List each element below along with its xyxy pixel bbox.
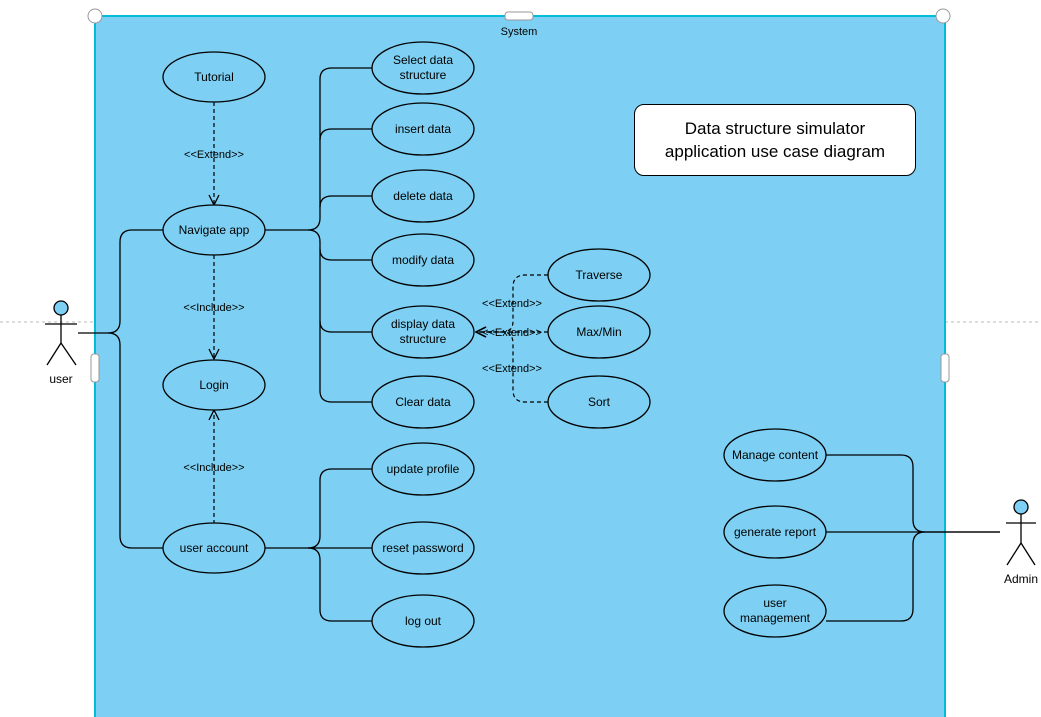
use-case-label-line2: structure: [400, 68, 447, 82]
use-case-traverse[interactable]: Traverse: [547, 248, 651, 302]
use-case-user-account[interactable]: user account: [162, 522, 266, 574]
use-case-label: user account: [180, 541, 249, 555]
use-case-label: delete data: [393, 189, 453, 203]
include-label-account: <<Include>>: [183, 462, 244, 474]
admin-associations: [826, 454, 1000, 622]
extend-label-sort: <<Extend>>: [482, 363, 542, 375]
resize-handle-left[interactable]: [90, 353, 100, 383]
use-case-log-out[interactable]: log out: [371, 594, 475, 648]
resize-handle-top[interactable]: [504, 11, 534, 21]
diagram-title-box[interactable]: Data structure simulator application use…: [634, 104, 916, 176]
use-case-navigate-app[interactable]: Navigate app: [162, 204, 266, 256]
use-case-label: Max/Min: [576, 325, 621, 339]
use-case-label: Traverse: [576, 268, 623, 282]
use-case-sort[interactable]: Sort: [547, 375, 651, 429]
actor-user-label: user: [49, 372, 72, 386]
diagram-title-line1: Data structure simulator: [684, 119, 866, 138]
extend-label-traverse: <<Extend>>: [482, 298, 542, 310]
use-case-label: log out: [405, 614, 442, 628]
use-case-label: generate report: [734, 525, 817, 539]
extend-label-maxmin: <<Extend>>: [482, 327, 542, 339]
diagram-title-line2: application use case diagram: [664, 142, 886, 161]
use-case-label: Manage content: [732, 448, 819, 462]
use-case-update-profile[interactable]: update profile: [371, 442, 475, 496]
use-case-label-line1: user: [763, 596, 786, 610]
use-case-delete-data[interactable]: delete data: [371, 169, 475, 223]
use-case-tutorial[interactable]: Tutorial: [162, 51, 266, 103]
extend-label-tutorial: <<Extend>>: [184, 149, 244, 161]
use-case-max-min[interactable]: Max/Min: [547, 305, 651, 359]
use-case-user-management[interactable]: user management: [723, 584, 827, 638]
use-case-modify-data[interactable]: modify data: [371, 233, 475, 287]
include-label-login: <<Include>>: [183, 302, 244, 314]
dependencies: [214, 102, 548, 524]
use-case-label-line2: structure: [400, 332, 447, 346]
use-case-insert-data[interactable]: insert data: [371, 102, 475, 156]
account-associations: [265, 468, 372, 622]
use-case-reset-password[interactable]: reset password: [371, 521, 475, 575]
use-case-label: update profile: [387, 462, 460, 476]
use-case-select-data-structure[interactable]: Select data structure: [371, 41, 475, 95]
use-case-label: Login: [199, 378, 228, 392]
use-case-label: Clear data: [395, 395, 451, 409]
actor-admin[interactable]: [1006, 499, 1036, 566]
use-case-label: Tutorial: [194, 70, 234, 84]
navigate-associations: [265, 67, 372, 403]
use-case-generate-report[interactable]: generate report: [723, 505, 827, 559]
use-case-label: insert data: [395, 122, 451, 136]
use-case-label-line1: display data: [391, 317, 455, 331]
use-case-label-line2: management: [740, 611, 811, 625]
system-label: System: [501, 26, 538, 38]
resize-handle-right[interactable]: [940, 353, 950, 383]
use-case-display-data-structure[interactable]: display data structure: [371, 305, 475, 359]
user-associations: [78, 229, 163, 549]
use-case-label: Navigate app: [179, 223, 250, 237]
use-case-login[interactable]: Login: [162, 359, 266, 411]
actor-user[interactable]: [45, 300, 77, 366]
use-case-manage-content[interactable]: Manage content: [723, 428, 827, 482]
resize-handle-top-right[interactable]: [935, 8, 951, 24]
use-case-label: modify data: [392, 253, 454, 267]
resize-handle-top-left[interactable]: [87, 8, 103, 24]
use-case-label: Sort: [588, 395, 611, 409]
use-case-clear-data[interactable]: Clear data: [371, 375, 475, 429]
use-case-label-line1: Select data: [393, 53, 453, 67]
actor-admin-label: Admin: [1004, 572, 1038, 586]
use-case-label: reset password: [382, 541, 463, 555]
